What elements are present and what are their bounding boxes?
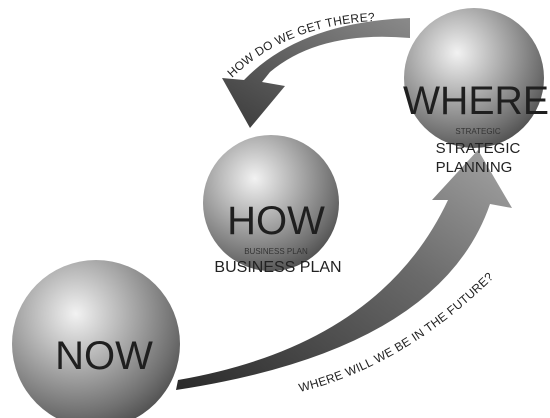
bottom-curved-arrow	[176, 150, 512, 390]
where-small-caption: STRATEGIC	[455, 127, 500, 136]
how-node: HOW BUSINESS PLAN BUSINESS PLAN	[203, 135, 342, 276]
now-title: NOW	[55, 334, 153, 378]
now-node: NOW	[12, 260, 180, 418]
where-sphere	[404, 8, 544, 148]
how-title: HOW	[227, 199, 325, 243]
now-sphere	[12, 260, 180, 418]
how-small-caption: BUSINESS PLAN	[244, 247, 308, 256]
how-sphere	[203, 135, 339, 271]
where-caption-line1: STRATEGIC	[436, 140, 521, 157]
where-caption-line2: PLANNING	[436, 159, 513, 176]
where-title: WHERE	[403, 79, 549, 123]
how-caption: BUSINESS PLAN	[214, 259, 341, 276]
where-node: WHERE STRATEGIC STRATEGIC PLANNING	[403, 8, 549, 176]
top-curved-arrow	[222, 18, 410, 128]
